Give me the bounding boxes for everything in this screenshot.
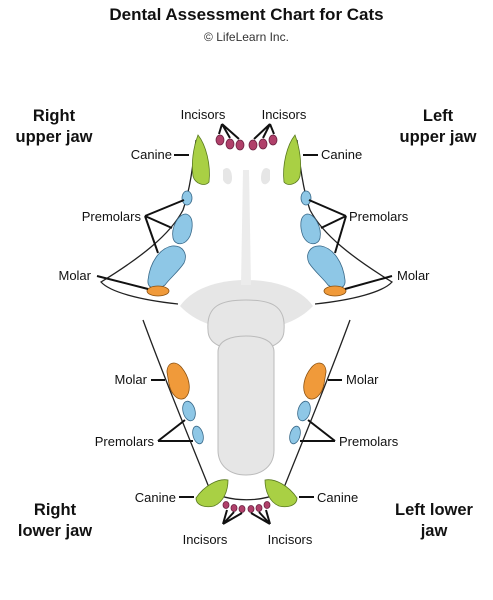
upper-incisor-tooth: [248, 139, 258, 151]
lower-incisor-tooth: [238, 505, 246, 513]
leader-upper-incisors-right: [218, 123, 240, 140]
nasal-marking-left: [223, 167, 232, 185]
left-upper-canine: [283, 134, 302, 185]
right-lower-molar: [166, 362, 190, 400]
region-right-upper-line2: upper jaw: [15, 128, 93, 146]
region-right-upper-jaw: Right upper jaw: [14, 106, 94, 148]
region-left-upper-jaw: Left upper jaw: [393, 106, 483, 148]
leader-left-upper-molar: [344, 275, 393, 290]
upper-premolars: [147, 190, 346, 289]
region-left-upper-line1: Left: [422, 107, 454, 125]
label-upper-incisors-left: Incisors: [262, 107, 307, 122]
region-left-lower-line1: Left lower: [395, 501, 473, 519]
right-lower-premolar: [182, 400, 196, 422]
leader-lower-incisors-left: [250, 509, 271, 525]
right-lower-canine: [195, 479, 229, 508]
leader-lines: [96, 123, 393, 525]
left-lower-molar: [303, 362, 327, 400]
leader-lower-incisors-right: [222, 509, 243, 525]
lower-incisor-tooth: [230, 504, 238, 512]
lower-incisor-tooth: [263, 501, 271, 509]
left-upper-premolar: [300, 190, 312, 206]
label-left-lower-molar: Molar: [346, 372, 379, 387]
label-lower-incisors-left: Incisors: [268, 532, 313, 547]
left-upper-premolar: [300, 213, 321, 245]
lower-incisor-tooth: [247, 505, 255, 513]
midline-ridge: [241, 170, 251, 285]
tongue: [217, 335, 275, 476]
lower-jaw-outline: [142, 319, 351, 501]
jaw-outlines: [99, 139, 394, 501]
region-right-lower-line2: lower jaw: [17, 522, 93, 540]
region-right-upper-line1: Right: [32, 107, 76, 125]
right-upper-premolar: [147, 245, 186, 289]
upper-incisors: [215, 134, 278, 151]
left-lower-premolar: [297, 400, 311, 422]
right-upper-premolar: [181, 190, 193, 206]
chart-title: Dental Assessment Chart for Cats: [109, 5, 384, 24]
palate-area: [180, 167, 313, 476]
left-upper-molar: [323, 285, 347, 297]
tooth-labels: Incisors Incisors Canine Canine Premolar…: [58, 107, 430, 547]
lower-incisors: [222, 501, 271, 513]
right-lower-premolar: [192, 425, 204, 445]
right-upper-molar: [146, 285, 170, 297]
label-left-upper-premolars: Premolars: [349, 209, 409, 224]
label-right-lower-canine: Canine: [135, 490, 176, 505]
upper-incisor-tooth: [215, 134, 225, 146]
region-left-lower-line2: jaw: [420, 522, 448, 540]
label-upper-incisors-right: Incisors: [181, 107, 226, 122]
left-lower-premolar: [289, 425, 301, 445]
upper-incisor-tooth: [225, 138, 235, 150]
label-right-lower-molar: Molar: [114, 372, 147, 387]
label-left-upper-canine: Canine: [321, 147, 362, 162]
leader-upper-incisors-left: [253, 123, 275, 140]
right-upper-canine: [191, 134, 210, 185]
copyright-notice: © LifeLearn Inc.: [204, 30, 289, 44]
leader-left-lower-premolars: [300, 419, 336, 442]
upper-incisor-tooth: [268, 134, 278, 146]
lower-incisor-tooth: [222, 501, 230, 509]
upper-incisor-tooth: [235, 139, 245, 151]
label-right-lower-premolars: Premolars: [95, 434, 155, 449]
nasal-marking-right: [261, 167, 270, 185]
lower-premolars: [182, 400, 311, 445]
right-upper-premolar: [172, 213, 193, 245]
region-left-lower-jaw: Left lower jaw: [384, 500, 484, 542]
left-upper-premolar: [307, 245, 346, 289]
label-left-upper-molar: Molar: [397, 268, 430, 283]
leader-left-upper-premolars: [308, 199, 347, 254]
leader-right-upper-molar: [96, 275, 149, 290]
region-right-lower-line1: Right: [33, 501, 77, 519]
region-right-lower-jaw: Right lower jaw: [14, 500, 96, 542]
label-lower-incisors-right: Incisors: [183, 532, 228, 547]
label-right-upper-premolars: Premolars: [82, 209, 142, 224]
leader-right-lower-premolars: [157, 419, 193, 442]
upper-incisor-tooth: [258, 138, 268, 150]
leader-right-upper-premolars: [144, 199, 185, 254]
label-left-lower-canine: Canine: [317, 490, 358, 505]
label-right-upper-molar: Molar: [58, 268, 91, 283]
upper-jaw-outline: [99, 139, 394, 305]
label-left-lower-premolars: Premolars: [339, 434, 399, 449]
region-left-upper-line2: upper jaw: [399, 128, 477, 146]
left-lower-canine: [264, 479, 298, 508]
label-right-upper-canine: Canine: [131, 147, 172, 162]
lower-incisor-tooth: [255, 504, 263, 512]
